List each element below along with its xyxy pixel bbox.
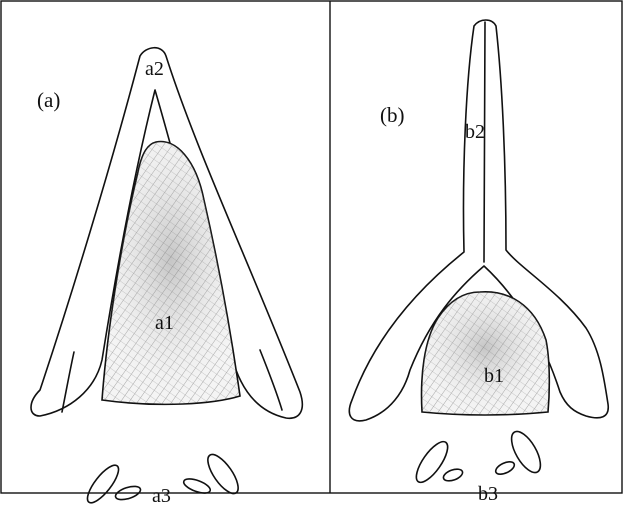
a1-shading (102, 142, 240, 405)
panel-b: (b) b2 b1 b3 (349, 20, 608, 505)
b3-oval-2 (442, 467, 464, 483)
label-b3: b3 (478, 483, 498, 505)
panel-a: (a) a2 a1 a3 (31, 48, 302, 507)
panel-b-label: (b) (380, 103, 405, 127)
label-a2: a2 (145, 58, 164, 80)
a3-oval-4 (202, 450, 243, 498)
label-a3: a3 (152, 485, 171, 507)
label-a1: a1 (155, 312, 174, 334)
b3-oval-3 (494, 459, 516, 477)
figure-frame (1, 1, 622, 493)
a3-oval-1 (83, 461, 124, 507)
panel-a-label: (a) (37, 88, 60, 112)
b3-oval-1 (411, 437, 453, 487)
label-b2: b2 (465, 121, 485, 143)
label-b1: b1 (484, 365, 504, 387)
a-inner-line-right (260, 350, 282, 410)
